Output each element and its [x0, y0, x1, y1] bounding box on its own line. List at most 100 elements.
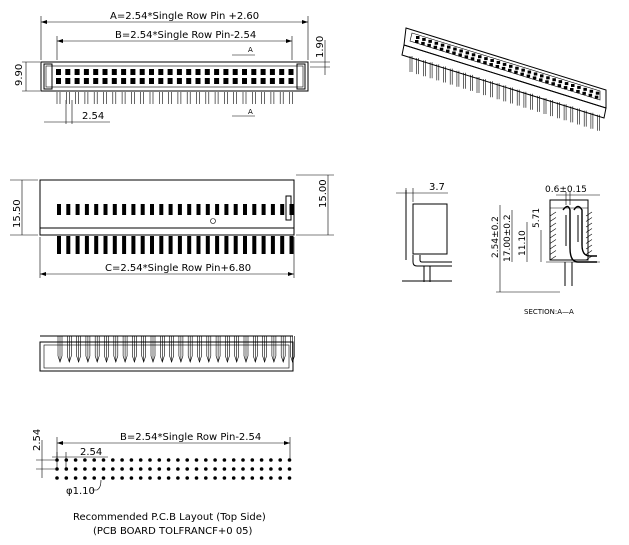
contact [478, 55, 482, 59]
contact [279, 78, 285, 84]
contact [74, 69, 80, 75]
pcb-hole [231, 458, 236, 462]
contact [571, 84, 575, 87]
contact [577, 85, 581, 89]
bottom-view [39, 335, 295, 372]
hatch-line [549, 217, 557, 222]
contact [204, 78, 210, 84]
hatch-line [549, 222, 557, 228]
pcb-hole [231, 467, 236, 471]
contact [269, 78, 275, 84]
pin [159, 236, 164, 254]
pcb-hole [194, 458, 199, 462]
pcb-hole [269, 476, 273, 480]
contact [540, 74, 544, 78]
pcb-hole [194, 467, 199, 471]
pcb-hole [55, 476, 59, 480]
contact [260, 69, 266, 75]
contact [483, 61, 487, 65]
section-dim-top: 0.6±0.15 [545, 185, 587, 195]
pcb-hole [55, 458, 59, 462]
contact [111, 78, 117, 84]
pcb-hole [204, 476, 208, 480]
contact [545, 80, 549, 84]
pcb-hole [120, 467, 124, 471]
pin [289, 236, 294, 254]
pin [215, 236, 220, 254]
section-dim-3: 11.10 [518, 230, 528, 256]
slot [66, 204, 71, 215]
pin [280, 236, 285, 254]
section-dim-2: 17.00±0.2 [503, 214, 513, 262]
pcb-hole [148, 476, 152, 480]
contact [458, 53, 462, 57]
contact [83, 78, 89, 84]
contact [583, 87, 587, 91]
pin [66, 236, 71, 254]
pin [140, 236, 145, 254]
pcb-hole [250, 467, 255, 471]
slot [243, 204, 247, 215]
contact [167, 69, 173, 75]
pcb-hole [64, 467, 69, 471]
slot [270, 204, 275, 215]
pcb-hole [73, 476, 78, 480]
pin [224, 236, 229, 254]
pcb-hole [213, 467, 217, 471]
slot [215, 204, 220, 215]
pcb-hole [120, 476, 124, 480]
contact [204, 69, 210, 75]
section-view: 0.6±0.15 2.54±0.2 17.00±0.2 11.10 5.71 S… [491, 185, 600, 316]
pcb-hole [278, 458, 283, 462]
pcb-hole [157, 476, 162, 480]
contact [527, 70, 532, 74]
pin [177, 236, 182, 254]
pcb-hole [55, 467, 59, 471]
front-view-pins [57, 236, 294, 254]
pcb-hole-label: φ1.10 [66, 486, 95, 497]
contact [214, 69, 220, 75]
top-view: A=2.54*Single Row Pin +2.60 B=2.54*Singl… [14, 11, 330, 124]
contact [440, 43, 445, 47]
slot [75, 204, 80, 215]
dim-b-label: B=2.54*Single Row Pin-2.54 [115, 30, 256, 41]
pcb-hole [101, 476, 106, 480]
pcb-dim-b: B=2.54*Single Row Pin-2.54 [120, 432, 261, 443]
section-hatching [549, 211, 593, 261]
contact [279, 69, 285, 75]
pin [112, 236, 117, 254]
contact [242, 69, 247, 75]
contact [130, 69, 136, 75]
pin [103, 236, 108, 254]
pin [261, 236, 266, 254]
slot [261, 204, 266, 215]
contact [288, 78, 294, 84]
contact [489, 63, 493, 67]
contact [176, 78, 182, 84]
contact [515, 66, 519, 70]
hatch-line [585, 233, 593, 239]
pcb-hole [83, 476, 87, 480]
side-width-label: 3.7 [429, 182, 445, 193]
contact [232, 69, 238, 75]
dim-c-label: C=2.54*Single Row Pin+6.80 [105, 263, 251, 274]
height-label: 9.90 [14, 64, 25, 86]
pcb-hole [111, 458, 115, 462]
hatch-line [549, 211, 557, 217]
pin [196, 236, 201, 254]
pcb-hole [157, 467, 162, 471]
contact [139, 78, 145, 84]
pcb-hole [157, 458, 162, 462]
contact [459, 49, 463, 53]
contact [56, 78, 61, 84]
slot [150, 204, 154, 215]
pitch-label: 2.54 [82, 111, 104, 122]
pcb-hole [231, 476, 236, 480]
contact [260, 78, 266, 84]
pcb-hole [166, 476, 171, 480]
contact [121, 78, 127, 84]
contact [93, 69, 99, 75]
contact [102, 69, 108, 75]
slot [177, 204, 182, 215]
hatch-line [549, 233, 557, 239]
